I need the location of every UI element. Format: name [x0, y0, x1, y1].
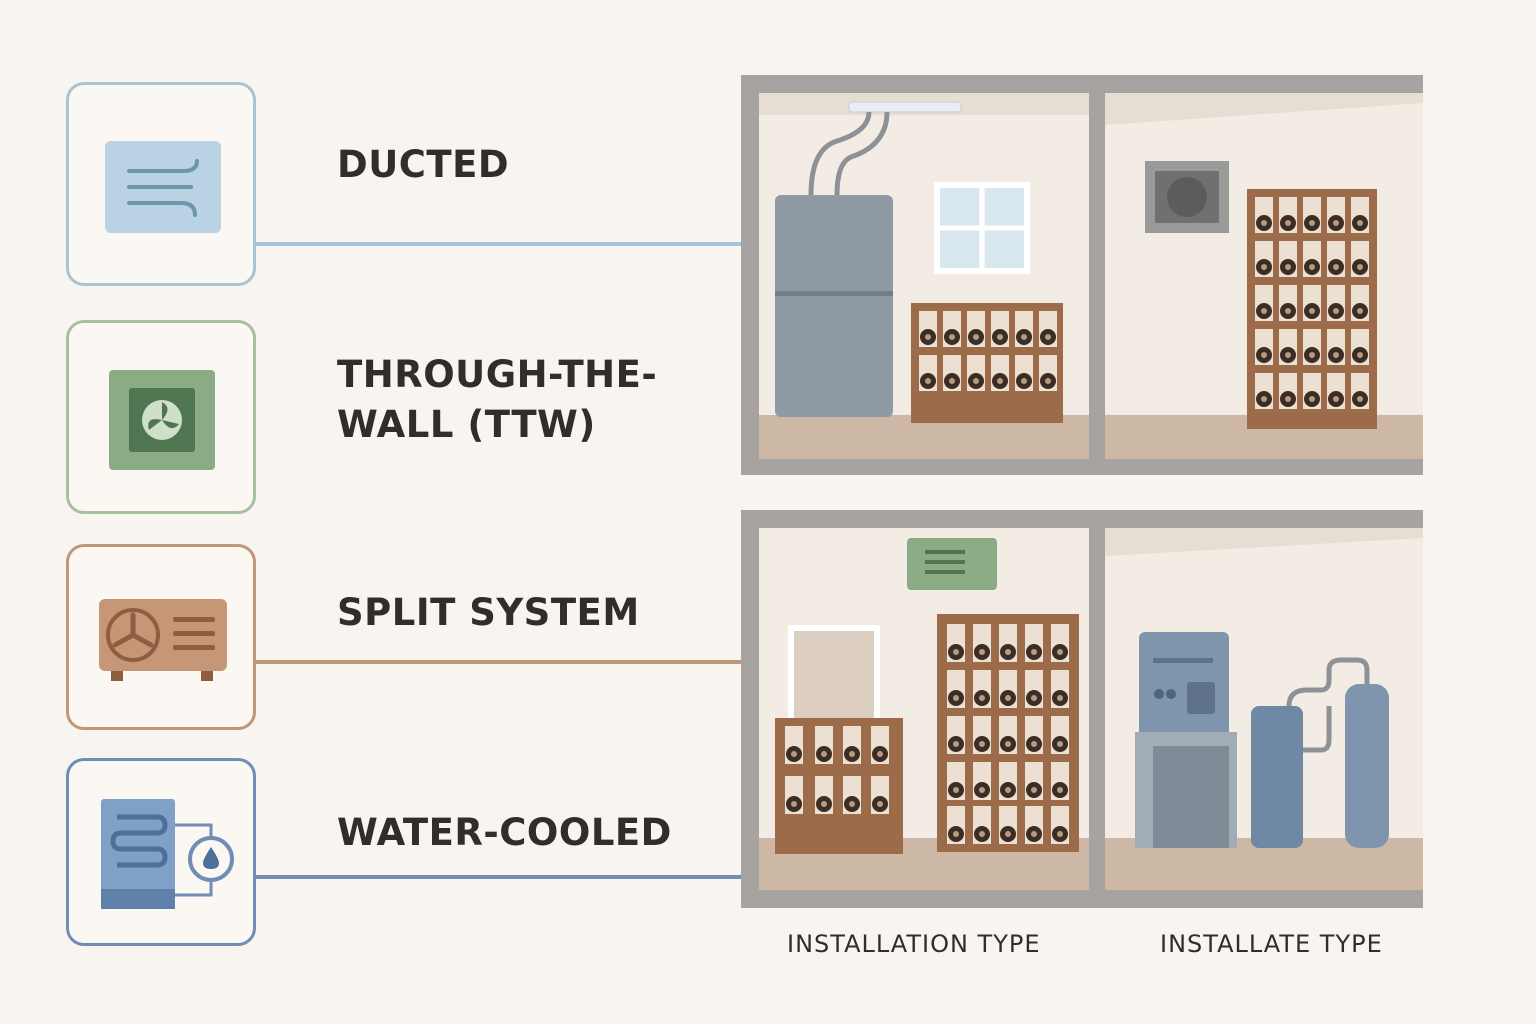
split-label: SPLIT SYSTEM — [337, 591, 640, 634]
ducted-card — [66, 82, 256, 286]
air-flow-icon — [105, 141, 221, 233]
ducted-connector — [256, 242, 744, 246]
outdoor-condenser-icon — [99, 599, 227, 681]
wall-fan-icon — [109, 370, 215, 470]
water-cooled-label: WATER-COOLED — [337, 811, 672, 854]
water-connector — [256, 875, 744, 879]
split-card — [66, 544, 256, 730]
ttw-card — [66, 320, 256, 514]
split-connector — [256, 660, 744, 664]
water-chiller-icon — [101, 799, 234, 909]
water-cooled-card — [66, 758, 256, 946]
top-installation-scene — [741, 75, 1423, 475]
right-scene-caption: INSTALLATE TYPE — [1160, 930, 1383, 958]
left-scene-caption: INSTALLATION TYPE — [787, 930, 1041, 958]
bottom-installation-scene — [741, 510, 1423, 908]
ttw-label: THROUGH-THE- WALL (TTW) — [337, 353, 658, 446]
ducted-label: DUCTED — [337, 143, 510, 186]
